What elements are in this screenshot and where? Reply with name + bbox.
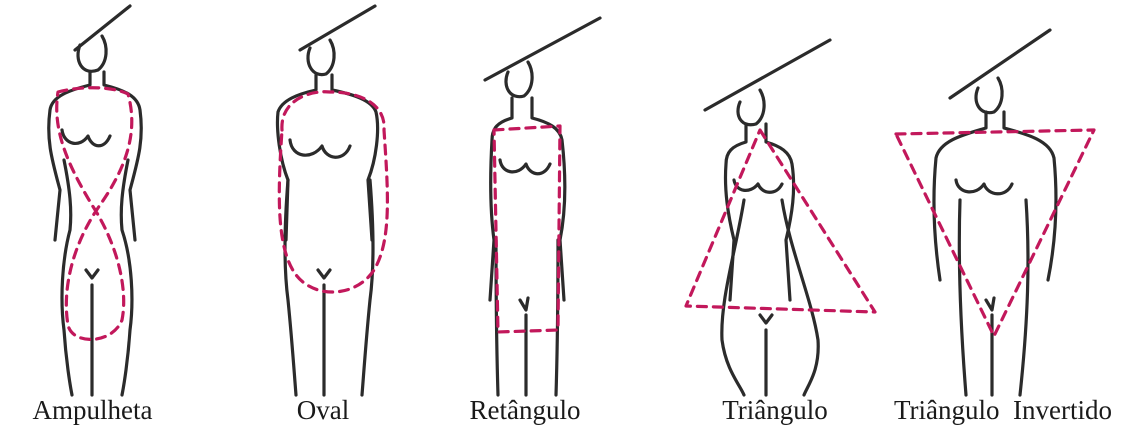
label-triangulo-invertido: Triângulo Invertido — [880, 395, 1126, 425]
label-triangulo: Triângulo — [690, 395, 860, 425]
triangle-dashed-shape — [686, 130, 875, 312]
figure-retangulo — [485, 18, 600, 395]
figure-triangulo — [686, 40, 875, 395]
figure-ampulheta — [49, 6, 142, 395]
label-oval: Oval — [258, 395, 388, 425]
figure-triangulo-invertido — [896, 30, 1094, 395]
body-outline — [49, 6, 142, 395]
body-outline — [485, 18, 600, 395]
label-retangulo: Retângulo — [440, 395, 610, 425]
inverted-triangle-dashed-shape — [896, 130, 1094, 336]
label-ampulheta: Ampulheta — [0, 395, 185, 425]
figure-oval — [277, 6, 387, 395]
body-outline — [934, 30, 1056, 395]
body-outline — [277, 6, 377, 395]
